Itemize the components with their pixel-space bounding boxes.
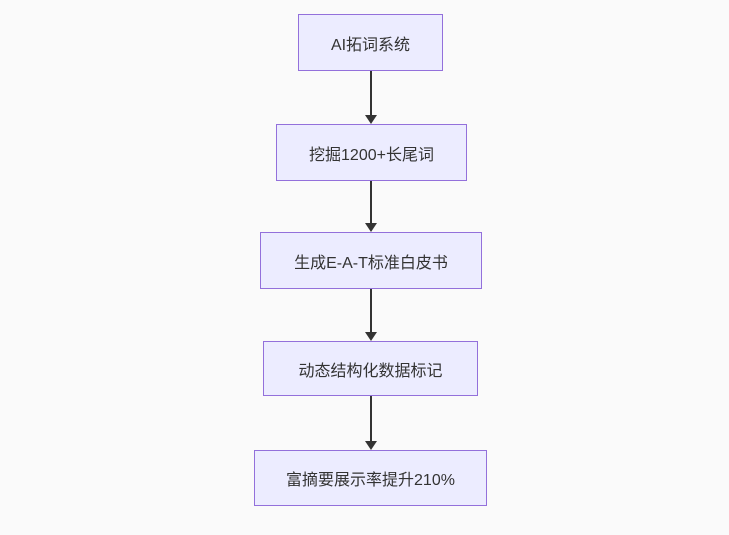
flowchart-node-structured-data: 动态结构化数据标记 <box>263 341 478 396</box>
flowchart-node-rich-snippet-result: 富摘要展示率提升210% <box>254 450 487 506</box>
arrow-n3-n4 <box>364 289 377 341</box>
flowchart-node-longtail-keywords: 挖掘1200+长尾词 <box>276 124 467 181</box>
arrow-n1-n2 <box>364 71 377 124</box>
arrow-line <box>369 289 372 332</box>
arrow-line <box>369 71 372 115</box>
node-label: 挖掘1200+长尾词 <box>309 146 434 164</box>
node-label: AI拓词系统 <box>330 36 411 54</box>
arrow-down-icon <box>364 115 377 124</box>
arrow-line <box>369 181 372 223</box>
arrow-down-icon <box>364 332 377 341</box>
node-label: 动态结构化数据标记 <box>298 362 443 380</box>
node-label: 生成E-A-T标准白皮书 <box>294 254 448 272</box>
flowchart-node-ai-word-system: AI拓词系统 <box>298 14 443 71</box>
arrow-n4-n5 <box>364 396 377 450</box>
node-label: 富摘要展示率提升210% <box>286 472 455 489</box>
flowchart-node-eat-whitepaper: 生成E-A-T标准白皮书 <box>260 232 482 289</box>
arrow-down-icon <box>364 223 377 232</box>
arrow-line <box>369 396 372 441</box>
arrow-n2-n3 <box>364 181 377 232</box>
arrow-down-icon <box>364 441 377 450</box>
